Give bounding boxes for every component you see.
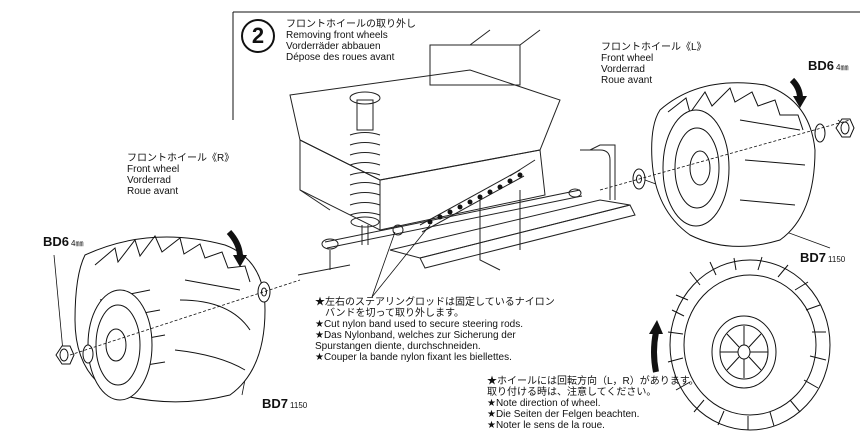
right-wheel-label: フロントホイール《L》 Front wheel Vorderrad Roue a… bbox=[601, 42, 707, 86]
left-wheel-label-ja: フロントホイール《R》 bbox=[127, 153, 235, 164]
washer-left bbox=[257, 281, 271, 303]
rotation-arrow-left bbox=[226, 229, 243, 258]
rotation-arrow-right bbox=[789, 77, 803, 99]
left-wheel-label-fr: Roue avant bbox=[127, 186, 179, 197]
steering-note-ja-1: ★左右のステアリングロッドは固定しているナイロン bbox=[315, 297, 555, 308]
shock-absorber bbox=[349, 91, 381, 245]
right-wheel-label-ja: フロントホイール《L》 bbox=[601, 42, 707, 53]
direction-wheel bbox=[667, 256, 831, 431]
left-wheel-label: フロントホイール《R》 Front wheel Vorderrad Roue a… bbox=[127, 153, 234, 197]
part-bd7-left-size: 1150 bbox=[290, 401, 308, 410]
right-wheel-label-en: Front wheel bbox=[601, 53, 654, 64]
axle-line-left bbox=[69, 279, 301, 356]
steering-note-ja-2: バンドを切って取り外します。 bbox=[325, 308, 464, 319]
rotation-arrow-bottom bbox=[651, 331, 659, 373]
steering-note: ★左右のステアリングロッドは固定しているナイロン バンドを切って取り外します。 … bbox=[315, 297, 555, 363]
nylon-band bbox=[427, 172, 523, 225]
part-bd6-right-size: 4㎜ bbox=[836, 63, 849, 72]
nut-left bbox=[55, 344, 94, 365]
right-wheel-label-de: Vorderrad bbox=[601, 64, 645, 75]
step-number: 2 bbox=[241, 19, 275, 53]
direction-note: ★ホイールには回転方向（L，R）があります。 取り付ける時は、注意してください。… bbox=[487, 376, 699, 431]
step-frame bbox=[232, 11, 860, 120]
steering-rod bbox=[297, 159, 583, 276]
chassis-frame bbox=[289, 29, 636, 271]
washer-right bbox=[632, 123, 826, 190]
rotation-arrowhead-left bbox=[233, 255, 247, 267]
direction-note-fr: ★Noter le sens de la roue. bbox=[487, 420, 605, 431]
steering-note-en: ★Cut nylon band used to secure steering … bbox=[315, 319, 523, 330]
nut-right bbox=[835, 118, 855, 138]
rotation-arrowhead-right bbox=[793, 96, 807, 108]
steering-note-de-1: ★Das Nylonband, welches zur Sicherung de… bbox=[315, 330, 516, 341]
part-bd6-right-code: BD6 bbox=[808, 58, 835, 73]
part-bd7-right-size: 1150 bbox=[828, 255, 846, 264]
step-title-ja: フロントホイールの取り外し bbox=[286, 19, 416, 30]
steering-note-de-2: Spurstangen diente, durchschneiden. bbox=[315, 341, 481, 352]
direction-note-ja-1: ★ホイールには回転方向（L，R）があります。 bbox=[487, 376, 699, 387]
step-title-fr: Dépose des roues avant bbox=[286, 52, 395, 63]
steering-note-fr: ★Couper la bande nylon fixant les bielle… bbox=[315, 352, 512, 363]
direction-note-ja-2: 取り付ける時は、注意してください。 bbox=[487, 387, 657, 398]
step-title: フロントホイールの取り外し Removing front wheels Vord… bbox=[286, 19, 416, 63]
step-title-en: Removing front wheels bbox=[286, 30, 388, 41]
part-bd7-right-code: BD7 bbox=[800, 250, 827, 265]
part-bd6-left-code: BD6 bbox=[43, 234, 70, 249]
front-wheel-right bbox=[74, 235, 266, 403]
direction-note-en: ★Note direction of wheel. bbox=[487, 398, 601, 409]
front-wheel-left bbox=[651, 82, 816, 247]
part-bd6-left-size: 4㎜ bbox=[71, 239, 84, 248]
rotation-arrowhead-bottom bbox=[649, 320, 663, 334]
direction-note-de: ★Die Seiten der Felgen beachten. bbox=[487, 409, 640, 420]
left-wheel-label-de: Vorderrad bbox=[127, 175, 171, 186]
part-bd7-left-code: BD7 bbox=[262, 396, 289, 411]
left-wheel-label-en: Front wheel bbox=[127, 164, 180, 175]
right-wheel-label-fr: Roue avant bbox=[601, 75, 653, 86]
axle-line-right bbox=[599, 119, 851, 191]
step-title-de: Vorderräder abbauen bbox=[286, 41, 381, 52]
